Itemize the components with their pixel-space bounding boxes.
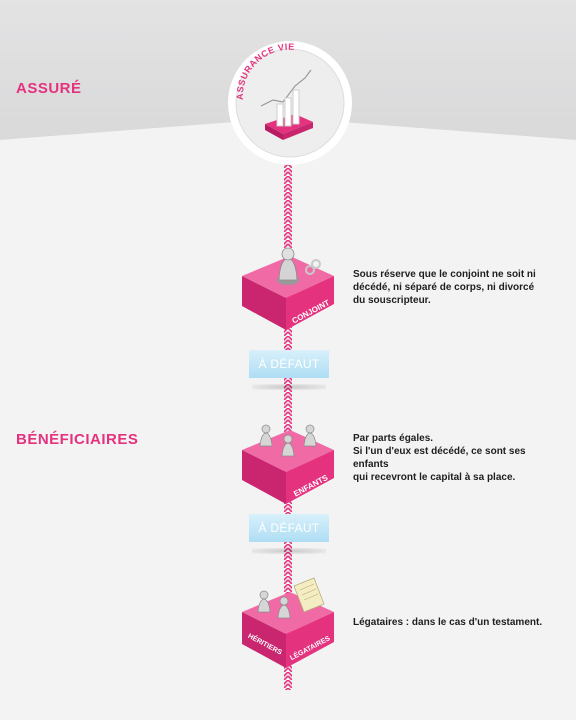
defaut-shadow-2 xyxy=(252,548,326,554)
heritiers-legataires-block: HÉRITIERS LÉGATAIRES xyxy=(242,577,334,668)
defaut-shadow-1 xyxy=(252,384,326,390)
bar-chart-icon xyxy=(276,103,284,127)
wedding-rings-icon xyxy=(305,259,321,275)
heirs-figures-icon xyxy=(257,590,291,619)
section-label-assure: ASSURÉ xyxy=(16,80,82,97)
section-label-beneficiaires: BÉNÉFICIAIRES xyxy=(16,431,139,448)
enfants-description: Par parts égales. Si l'un d'eux est décé… xyxy=(353,433,526,483)
defaut-label-1: À DÉFAUT xyxy=(249,350,329,378)
enfants-block: ENFANTS xyxy=(242,424,334,504)
defaut-label-2: À DÉFAUT xyxy=(249,514,329,542)
children-figures-icon xyxy=(259,424,317,457)
trend-line-icon xyxy=(260,69,312,107)
conjoint-block: CONJOINT xyxy=(242,247,334,330)
person-figure-icon xyxy=(277,247,299,285)
testament-document-icon xyxy=(293,577,325,613)
assurance-vie-emblem: ASSURANCE VIE xyxy=(228,41,352,165)
connector-line xyxy=(284,160,292,690)
legataires-description: Légataires : dans le cas d'un testament. xyxy=(353,617,543,628)
conjoint-description: Sous réserve que le conjoint ne soit ni … xyxy=(353,269,536,306)
